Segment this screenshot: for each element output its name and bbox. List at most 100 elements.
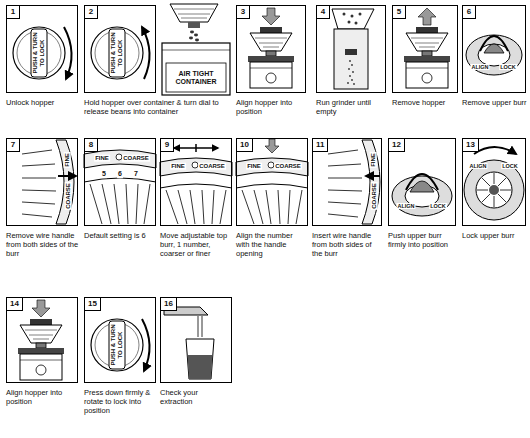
burr-dial — [160, 144, 232, 224]
bean-container — [188, 22, 200, 28]
upper-burr — [466, 35, 522, 75]
grinder — [351, 64, 353, 66]
part-label: FINE — [370, 152, 377, 168]
part-label: COARSE — [274, 163, 302, 170]
step-caption: Run grinder until empty — [316, 98, 386, 116]
step-caption: Hold hopper over container & turn dial t… — [84, 98, 232, 116]
bean-container — [174, 9, 214, 18]
part-label: 7 — [133, 170, 139, 178]
hopper-grinder — [262, 8, 280, 25]
part-label: COARSE — [122, 155, 150, 162]
burr-dial — [236, 184, 308, 188]
grinder — [351, 15, 354, 18]
step-caption: Insert wire handle from both sides of th… — [312, 231, 384, 258]
step-number: 7 — [7, 139, 20, 152]
step-number: 16 — [161, 298, 177, 311]
burr-top — [464, 147, 524, 220]
burr-top — [489, 185, 499, 195]
burr-top — [474, 147, 516, 154]
step-caption: Remove upper burr — [462, 98, 528, 107]
step-caption: Move adjustable top burr, 1 number, coar… — [160, 231, 234, 258]
upper-burr — [406, 174, 438, 190]
hopper-dial — [91, 27, 143, 79]
burr-dial — [84, 150, 156, 168]
step-number: 12 — [389, 139, 405, 152]
espresso-cup — [186, 339, 214, 379]
burr-side — [22, 150, 56, 217]
hopper-grinder — [404, 8, 450, 88]
hopper-grinder — [248, 8, 294, 88]
step-number: 3 — [237, 6, 250, 19]
step-caption: Remove hopper — [392, 98, 458, 107]
burr-dial — [90, 184, 150, 224]
hopper-grinder — [248, 27, 294, 88]
hopper-dial — [91, 319, 150, 371]
espresso-cup — [188, 355, 213, 379]
upper-burr — [480, 36, 508, 51]
step-caption: Remove wire handle from both sides of th… — [6, 231, 80, 258]
step-caption: Align hopper into position — [6, 388, 78, 406]
part-label: PUSH & TURN TO LOCK — [110, 30, 123, 76]
step-panel: 10Align the number with the handle openi… — [236, 138, 308, 226]
bean-container — [162, 4, 230, 95]
burr-dial — [192, 162, 198, 168]
grinder — [352, 71, 354, 73]
burr-side — [328, 140, 380, 224]
upper-burr — [484, 44, 504, 53]
step-panel: 9Move adjustable top burr, 1 number, coa… — [160, 138, 232, 226]
grinder — [332, 9, 374, 29]
step-number: 10 — [237, 139, 253, 152]
step-number: 14 — [7, 298, 23, 311]
step-caption: Lock upper burr — [462, 231, 528, 240]
part-label: PUSH & TURN TO LOCK — [32, 30, 45, 76]
burr-dial — [195, 144, 197, 152]
grinder — [334, 29, 368, 89]
step-panel: 16Check your extraction — [160, 297, 232, 383]
grinder — [345, 49, 357, 55]
bean-container — [170, 4, 218, 22]
grinder — [355, 22, 358, 25]
part-label: COARSE — [65, 182, 72, 210]
burr-dial — [236, 158, 308, 176]
hopper-dial — [91, 27, 150, 79]
part-label: PUSH & TURN TO LOCK — [110, 322, 123, 368]
part-label: LOCK — [429, 203, 447, 209]
step-caption: Unlock hopper — [6, 98, 78, 107]
step-caption: Align hopper into position — [236, 98, 308, 116]
part-label: FINE — [64, 152, 71, 168]
part-label: COARSE — [198, 163, 226, 170]
bean-container — [190, 31, 194, 34]
grinder — [349, 60, 351, 62]
burr-dial — [265, 139, 279, 153]
bean-container — [162, 50, 230, 51]
grinder — [347, 82, 349, 84]
step-number: 8 — [85, 139, 98, 152]
step-panel: 5Remove hopper — [392, 5, 458, 93]
burr-dial — [160, 184, 232, 188]
upper-burr — [410, 181, 434, 192]
grinder — [348, 68, 350, 70]
hopper-grinder — [404, 27, 450, 88]
part-label: FINE — [246, 163, 262, 170]
upper-burr — [392, 176, 452, 216]
part-label: FINE — [170, 163, 186, 170]
grinder — [349, 75, 351, 77]
burr-dial — [268, 162, 274, 168]
step-number: 11 — [313, 139, 328, 152]
hopper-grinder — [32, 300, 50, 317]
bean-container — [194, 34, 198, 37]
burr-top — [476, 172, 512, 208]
hopper-grinder — [418, 8, 436, 25]
part-label: ALIGN — [470, 64, 489, 70]
hopper-grinder — [18, 319, 64, 380]
step-number: 15 — [85, 298, 101, 311]
part-label: LOCK — [499, 64, 517, 70]
step-number: 6 — [463, 6, 476, 19]
burr-dial — [84, 178, 156, 182]
step-panel: 14Align hopper into position — [6, 297, 78, 383]
burr-dial — [84, 150, 156, 224]
burr-side — [328, 150, 362, 217]
burr-side — [58, 175, 76, 177]
